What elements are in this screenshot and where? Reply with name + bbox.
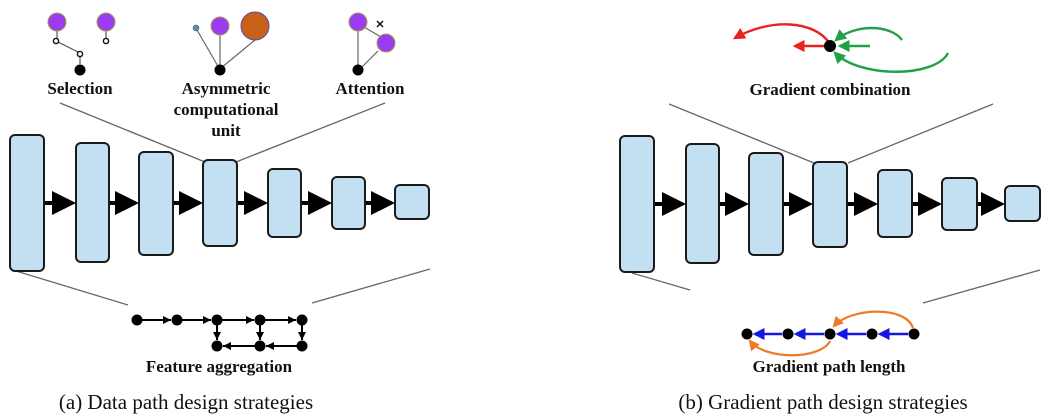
- network-block: [9, 134, 45, 272]
- switch-node: [76, 50, 84, 58]
- zoom-line: [668, 103, 815, 164]
- network-block: [75, 142, 110, 263]
- feature-aggregation-diagram: Feature aggregation: [131, 314, 308, 376]
- output-node: [352, 64, 364, 76]
- zoom-line: [631, 272, 691, 291]
- path-node: [782, 328, 794, 340]
- asymmetric-unit-diagram: Asymmetric computational unit: [174, 11, 279, 140]
- feature-node: [131, 314, 143, 326]
- combination-node: [824, 40, 836, 52]
- orange-arrow: [832, 310, 915, 329]
- panel-b: Gradient combination Gradient path lengt…: [619, 23, 1041, 414]
- feature-aggregation-label: Feature aggregation: [146, 357, 293, 376]
- green-arrow: [833, 51, 950, 73]
- switch-node: [52, 37, 60, 45]
- attention-label: Attention: [336, 79, 405, 98]
- network-a: [9, 134, 430, 272]
- feature-node: [211, 340, 223, 352]
- output-node: [214, 64, 226, 76]
- zoom-line: [59, 102, 206, 163]
- zoom-line: [922, 269, 1041, 304]
- gradient-path-length-diagram: Gradient path length: [741, 310, 920, 376]
- panel-a: Selection Asymmetric computational unit: [9, 11, 431, 414]
- caption-b: (b) Gradient path design strategies: [678, 390, 967, 414]
- purple-node: [47, 12, 67, 32]
- asymmetric-label-line1: Asymmetric: [182, 79, 271, 98]
- asymmetric-label-line3: unit: [211, 121, 241, 140]
- path-node: [866, 328, 878, 340]
- asymmetric-label-line2: computational: [174, 100, 279, 119]
- network-block: [619, 135, 655, 273]
- cross-icon: [376, 20, 384, 28]
- gradient-path-length-label: Gradient path length: [752, 357, 906, 376]
- feature-node: [254, 340, 266, 352]
- zoom-line: [235, 102, 386, 163]
- purple-node: [376, 33, 396, 53]
- path-node: [908, 328, 920, 340]
- teal-node: [192, 24, 200, 32]
- network-block: [748, 152, 784, 256]
- feature-node: [296, 340, 308, 352]
- output-node: [74, 64, 86, 76]
- selection-label: Selection: [47, 79, 113, 98]
- network-block: [941, 177, 978, 231]
- feature-node: [254, 314, 266, 326]
- orange-node: [240, 11, 270, 41]
- feature-node: [296, 314, 308, 326]
- network-block: [1004, 185, 1041, 222]
- selection-diagram: Selection: [47, 12, 116, 98]
- green-arrow: [834, 26, 903, 42]
- network-block: [877, 169, 913, 238]
- caption-a: (a) Data path design strategies: [59, 390, 313, 414]
- purple-node: [348, 12, 368, 32]
- feature-node: [211, 314, 223, 326]
- orange-arrow: [748, 339, 831, 357]
- network-block: [331, 176, 366, 230]
- zoom-line: [15, 270, 129, 306]
- purple-node: [210, 16, 230, 36]
- network-block: [685, 143, 720, 264]
- purple-node: [96, 12, 116, 32]
- red-arrow: [732, 23, 832, 45]
- network-block: [394, 184, 430, 220]
- network-block: [812, 161, 848, 248]
- network-block: [138, 151, 174, 256]
- gradient-combination-label: Gradient combination: [749, 80, 911, 99]
- zoom-line: [847, 103, 994, 164]
- gradient-combination-diagram: Gradient combination: [732, 23, 950, 99]
- path-node: [741, 328, 753, 340]
- network-b: [619, 135, 1041, 273]
- network-block: [267, 168, 302, 238]
- attention-diagram: Attention: [336, 12, 405, 98]
- zoom-line: [311, 268, 431, 304]
- feature-node: [171, 314, 183, 326]
- network-block: [202, 159, 238, 247]
- path-node: [824, 328, 836, 340]
- switch-node: [102, 37, 110, 45]
